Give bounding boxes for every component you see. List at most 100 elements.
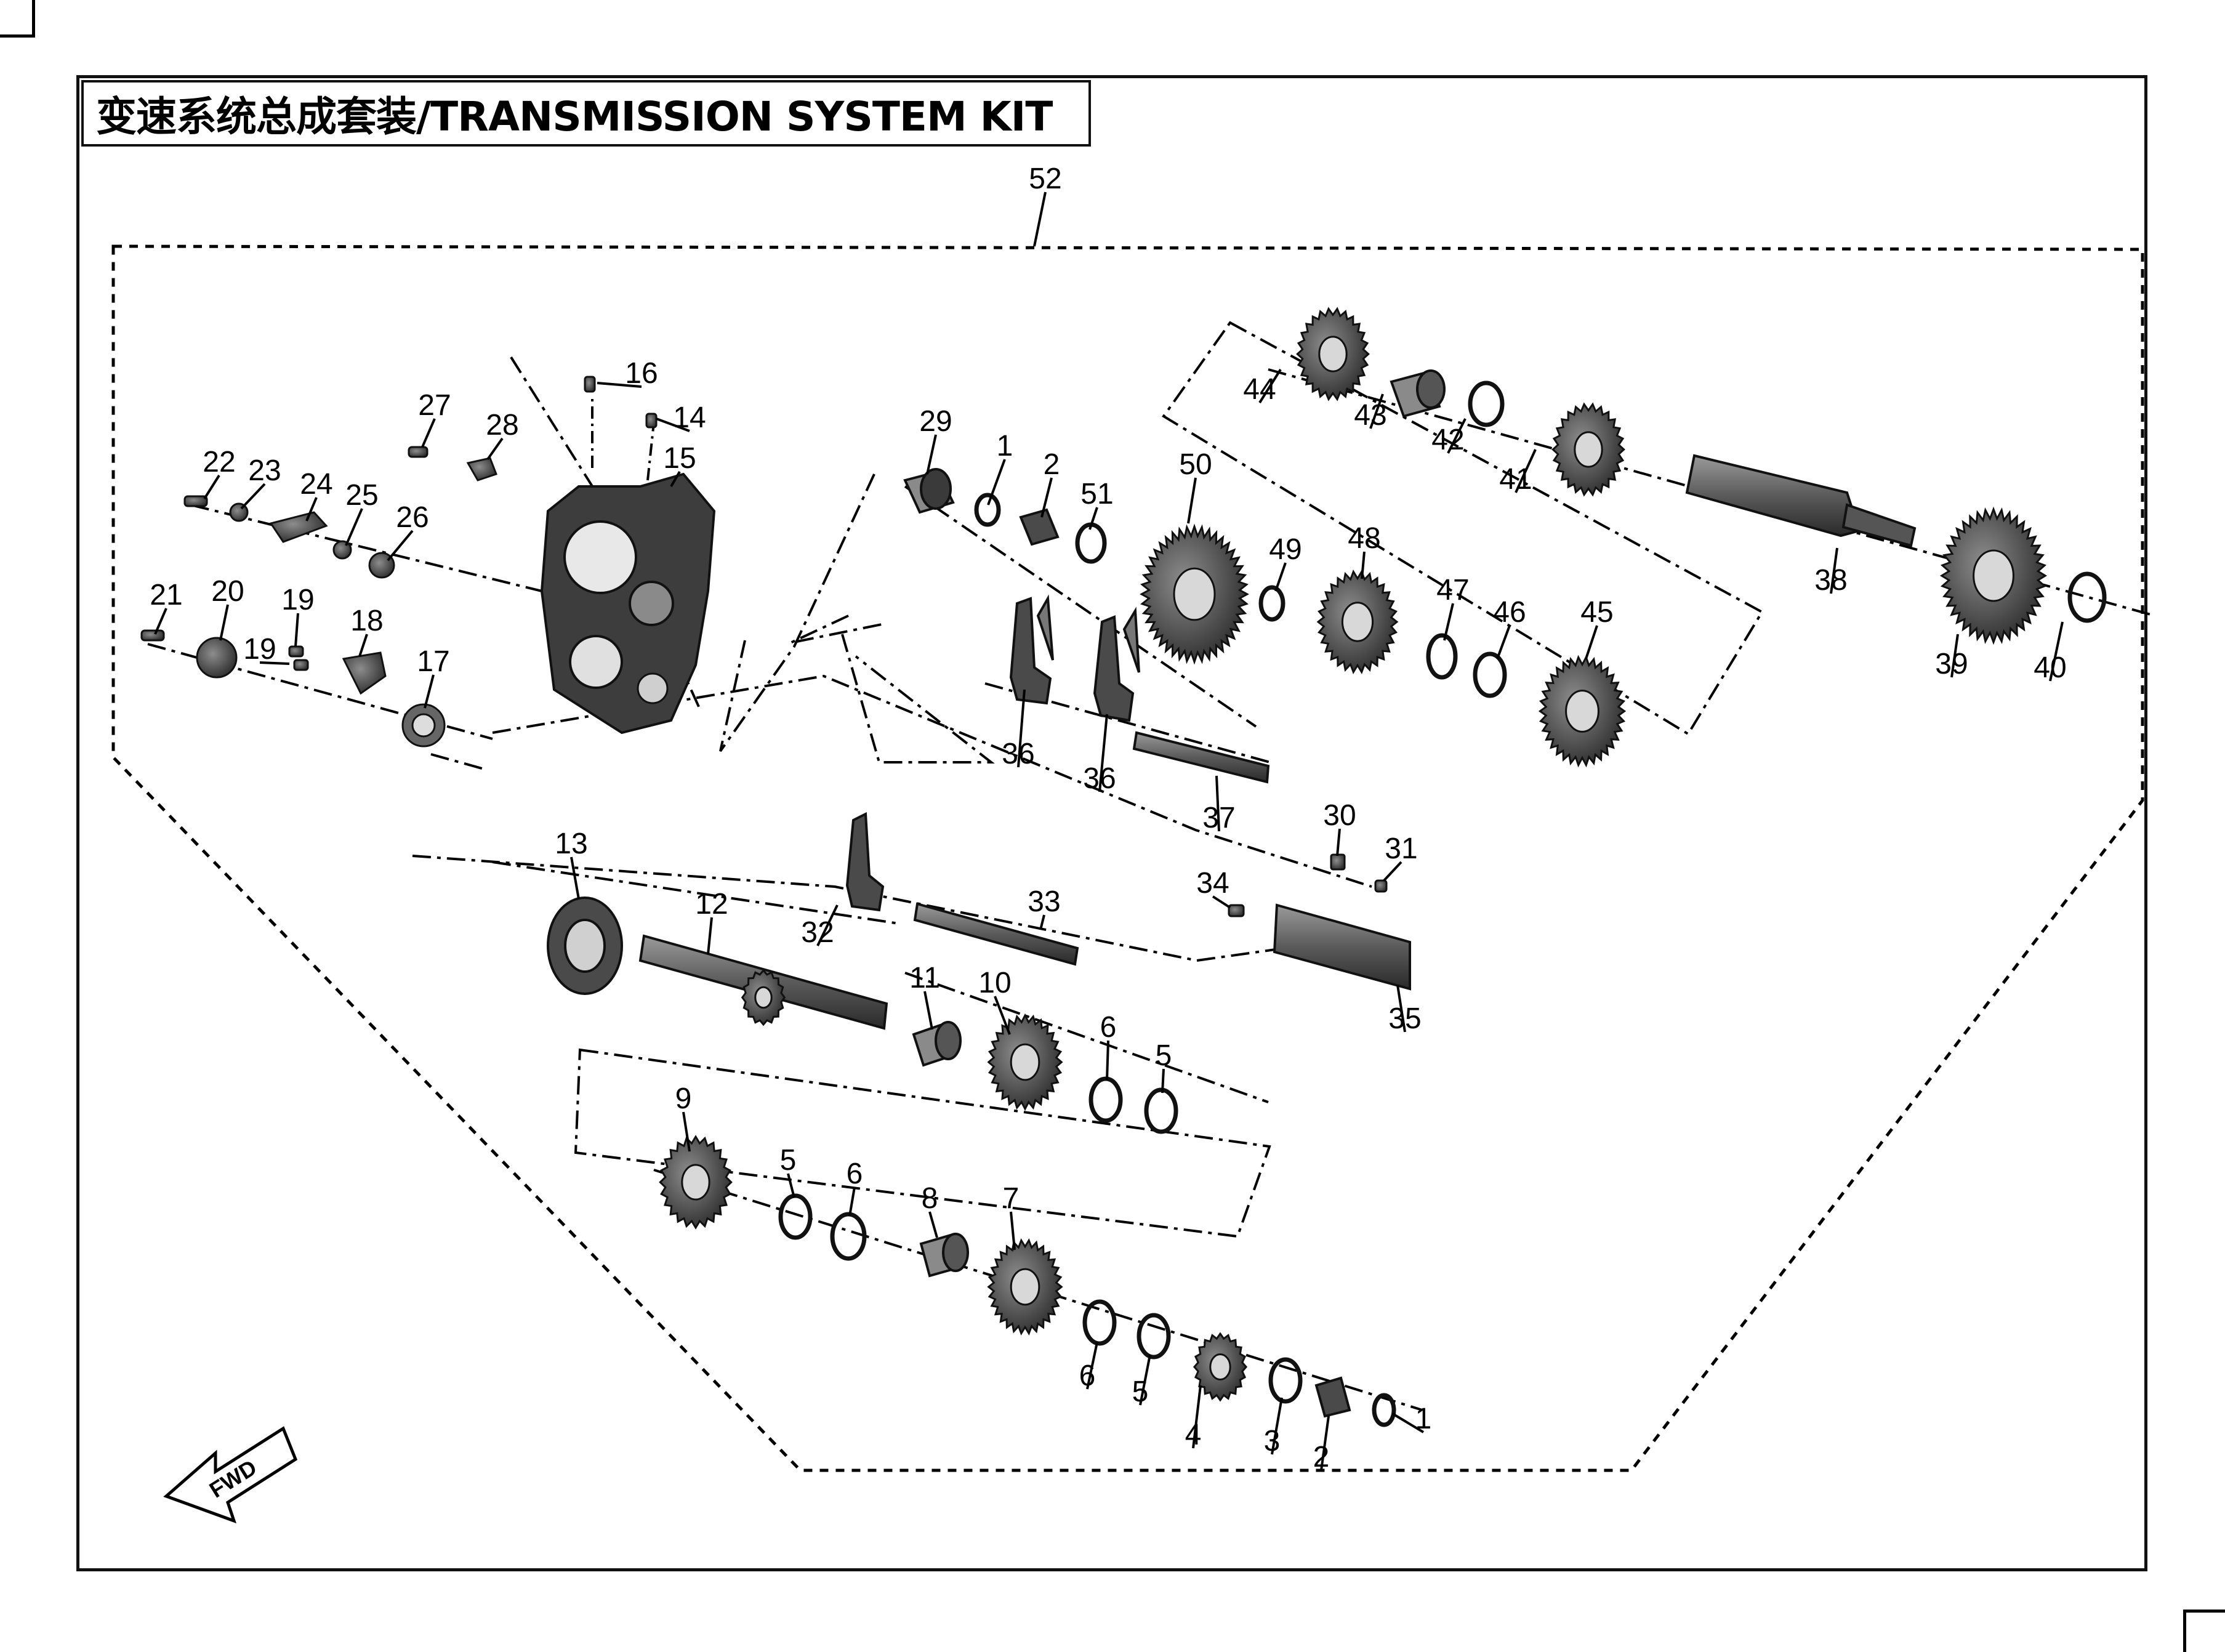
- leader-line-3: [1271, 1397, 1283, 1455]
- leader-line-35: [1396, 985, 1406, 1033]
- leader-line-30: [1336, 828, 1341, 856]
- gear-bore: [681, 1164, 710, 1201]
- callout-27: 27: [418, 389, 451, 422]
- callout-19: 19: [243, 633, 276, 666]
- leader-line-39: [1950, 634, 1959, 678]
- leader-line-50: [1187, 477, 1197, 524]
- leader-line-18: [358, 634, 368, 657]
- callout-29: 29: [919, 405, 952, 438]
- callout-1: 1: [1415, 1403, 1432, 1435]
- leader-line-29: [926, 434, 937, 475]
- leader-line-2: [1040, 477, 1053, 518]
- leader-line-34: [1212, 895, 1231, 909]
- leader-line-6: [848, 1187, 856, 1217]
- callout-7: 7: [1003, 1182, 1020, 1215]
- leader-line-7: [1010, 1211, 1016, 1251]
- rings: [778, 381, 2107, 1427]
- callout-17: 17: [417, 645, 449, 678]
- leader-line-5: [1139, 1354, 1151, 1406]
- callout-9: 9: [675, 1082, 692, 1115]
- gear-bore: [1565, 690, 1599, 733]
- gear-bore: [1341, 602, 1374, 642]
- leader-line-23: [240, 483, 266, 510]
- small-fasteners: [140, 376, 1388, 917]
- callout-23: 23: [248, 454, 281, 487]
- leader-line-9: [682, 1111, 691, 1152]
- callout-35: 35: [1388, 1002, 1421, 1035]
- leader-line-45: [1585, 625, 1598, 659]
- leader-line-2: [1320, 1416, 1330, 1471]
- leader-line-33: [1039, 914, 1045, 930]
- fwd-arrow: FWD: [163, 1426, 298, 1524]
- callout-26: 26: [396, 501, 429, 534]
- callout-41: 41: [1499, 463, 1532, 496]
- gear-bore: [1173, 567, 1216, 621]
- callout-12: 12: [695, 888, 728, 921]
- callout-16: 16: [625, 357, 658, 390]
- bushings: [547, 369, 1446, 1418]
- gear-bore: [754, 986, 773, 1009]
- leader-line-1: [1391, 1412, 1425, 1433]
- leader-line-43: [1369, 393, 1384, 429]
- shift-forks: [845, 594, 1140, 912]
- callout-labels: 1122345556667891011121314151617181919202…: [150, 163, 2066, 1473]
- kit-boundary-dashed: [111, 244, 2144, 1472]
- callout-47: 47: [1436, 574, 1469, 606]
- leader-line-5: [787, 1173, 795, 1198]
- path-upper-fork: [841, 634, 995, 764]
- callout-46: 46: [1493, 596, 1526, 629]
- callout-40: 40: [2034, 651, 2066, 684]
- leader-line-41: [1515, 449, 1537, 493]
- callout-6: 6: [1100, 1011, 1117, 1044]
- leader-line-10: [994, 996, 1011, 1035]
- leader-line-27: [421, 418, 436, 448]
- leader-line-37: [1215, 775, 1220, 832]
- callout-44: 44: [1243, 373, 1276, 406]
- title-box: 变速系统总成套装/TRANSMISSION SYSTEM KIT: [81, 80, 1091, 147]
- crop-mark-top-left: [0, 0, 35, 38]
- fork-group-outline: [790, 614, 882, 644]
- callout-42: 42: [1431, 424, 1464, 456]
- leader-line-14: [656, 417, 690, 432]
- leader-line-44: [1258, 368, 1282, 404]
- leader-line-6: [1086, 1342, 1098, 1390]
- leader-line-22: [203, 474, 220, 500]
- leader-line-5: [1161, 1068, 1165, 1094]
- leader-line-19: [294, 613, 299, 647]
- leader-line-52: [1033, 191, 1047, 247]
- callout-31: 31: [1385, 832, 1417, 865]
- leader-lines: [154, 191, 2064, 1471]
- callout-4: 4: [1185, 1419, 1202, 1451]
- leader-line-20: [219, 604, 229, 641]
- crop-mark-bottom-right: [2183, 1610, 2225, 1652]
- leader-line-8: [928, 1211, 938, 1238]
- leader-line-21: [154, 608, 167, 635]
- assembly-outlines: [412, 321, 1764, 1238]
- leader-line-17: [424, 674, 435, 709]
- callout-51: 51: [1080, 478, 1113, 510]
- callout-43: 43: [1354, 399, 1386, 432]
- leader-line-36: [1098, 714, 1108, 792]
- path-mid: [492, 674, 1372, 888]
- callout-2: 2: [1313, 1441, 1330, 1473]
- callout-49: 49: [1269, 533, 1302, 566]
- leader-line-11: [923, 991, 933, 1030]
- callout-21: 21: [150, 579, 182, 611]
- gear-bore: [1318, 336, 1348, 373]
- leader-line-1: [987, 459, 1006, 506]
- leader-line-42: [1447, 418, 1467, 454]
- leader-line-36: [1017, 689, 1026, 768]
- gears: [659, 307, 2048, 1402]
- leader-line-47: [1443, 603, 1454, 641]
- diagram-title: 变速系统总成套装/TRANSMISSION SYSTEM KIT: [96, 93, 1053, 140]
- leader-line-15: [670, 470, 681, 488]
- callout-36: 36: [1002, 738, 1034, 770]
- leader-line-16: [597, 382, 642, 388]
- callout-36: 36: [1083, 762, 1116, 795]
- callout-11: 11: [909, 962, 940, 994]
- callout-52: 52: [1029, 163, 1061, 195]
- callout-18: 18: [350, 605, 383, 637]
- leader-line-25: [345, 508, 363, 546]
